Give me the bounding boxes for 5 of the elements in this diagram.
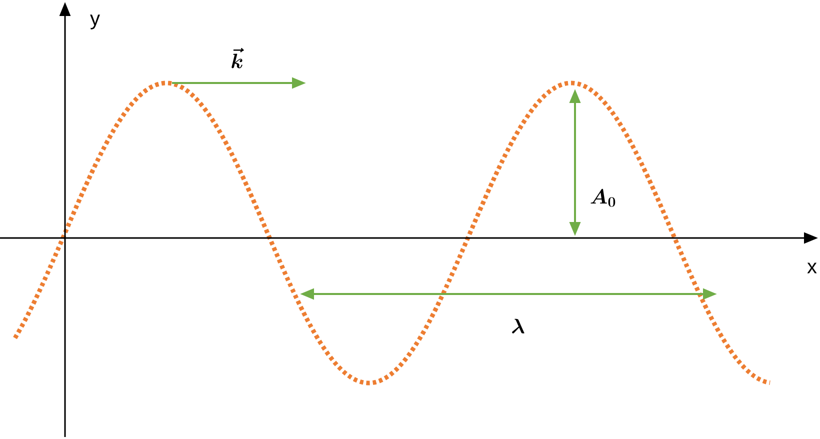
axis-label: x [807, 262, 817, 274]
math-label: $\vec{k}$ [232, 48, 244, 68]
math-label: $\lambda$ [512, 318, 524, 334]
axis-label: y [90, 14, 100, 30]
math-label: $A_0$ [590, 188, 616, 207]
